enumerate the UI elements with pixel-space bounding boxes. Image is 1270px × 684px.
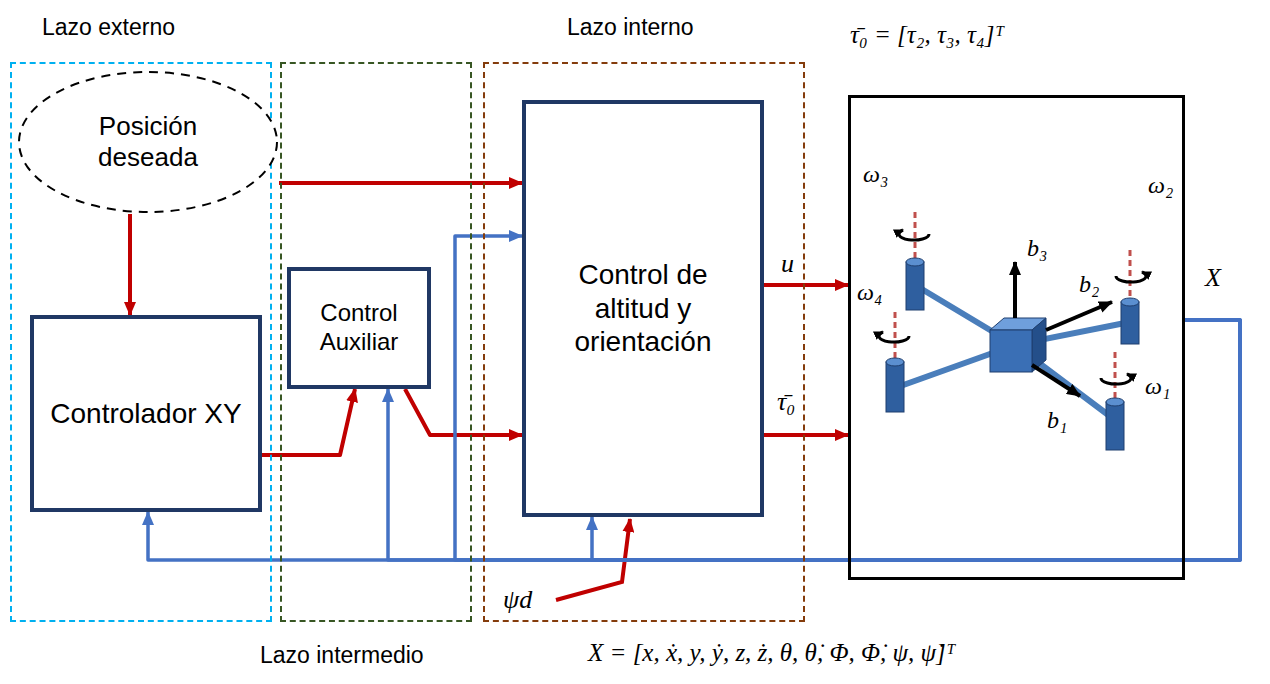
box-label: Control Auxiliar	[299, 299, 419, 357]
vector-label: b₂	[1079, 270, 1099, 299]
vector-label: ω₂	[1148, 171, 1173, 200]
body-axes	[1015, 262, 1112, 396]
signal-name: X	[1202, 262, 1224, 293]
loop-region: Lazo internoControl de altitud y orienta…	[483, 62, 805, 622]
signal-arrow	[128, 214, 132, 315]
box-label: Control de altitud y orientación	[543, 258, 743, 359]
signal-arrow	[279, 181, 522, 185]
quadrotor-arms	[895, 285, 1130, 420]
signal-name: ψd	[503, 584, 532, 615]
input-ellipse: Posición deseada	[17, 70, 279, 214]
vector-label: ω₁	[1145, 372, 1170, 401]
rotor-motors	[886, 258, 1139, 450]
box-label: Controlador XY	[50, 397, 241, 431]
loop-heading: Lazo intermedio	[260, 642, 424, 670]
process-box: Controlador XY	[30, 315, 262, 512]
quadrotor-box: ω₃ ω₂ ω₄ b₃ b₂ b₁ ω₁	[848, 95, 1185, 580]
signal-name: u	[778, 248, 797, 279]
quadrotor-body	[990, 318, 1046, 372]
feedback-arrow	[388, 320, 1240, 560]
vector-label: ω₃	[863, 160, 888, 189]
vector-label: b₃	[1027, 234, 1047, 263]
signal-name: τ̄₀	[774, 386, 798, 417]
signal-arrow	[764, 283, 848, 287]
loop-region: Lazo intermedioControl Auxiliar	[280, 62, 472, 622]
signal-arrow	[764, 433, 848, 437]
vector-label: ω₄	[857, 278, 882, 307]
signal-arrow	[405, 389, 522, 435]
loop-heading: Lazo interno	[567, 14, 694, 42]
vector-label: b₁	[1047, 406, 1067, 435]
state-vector-label: X = [x, ẋ, y, ẏ, z, ż, θ, θ̇, Φ, Φ̇, …	[588, 638, 955, 668]
process-box: Control de altitud y orientación	[522, 100, 764, 517]
loop-region: Lazo externoPosición deseadaControlador …	[10, 62, 272, 622]
process-box: Control Auxiliar	[287, 267, 431, 389]
rotor-axes	[895, 212, 1130, 402]
box-label: Posición deseada	[63, 111, 233, 173]
rotation-arrows	[879, 230, 1146, 384]
signal-arrow	[262, 389, 355, 455]
torque-vector-label: τ̄₀ = [τ₂, τ₃, τ₄]ᵀ	[850, 20, 1004, 50]
loop-heading: Lazo externo	[42, 14, 175, 42]
